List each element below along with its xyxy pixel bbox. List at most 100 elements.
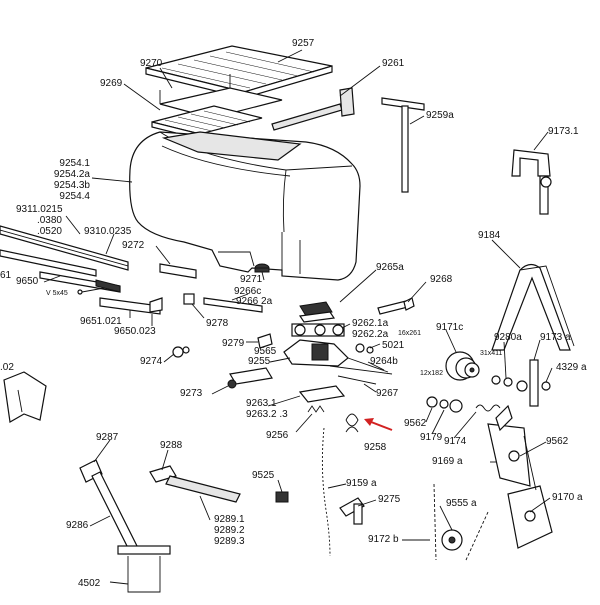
label-9169a: 9169 a [432, 456, 463, 467]
part-left-edge [3, 371, 47, 423]
label-9273: 9273 [180, 388, 203, 399]
label-02: .02 [0, 362, 14, 373]
nuts-9562-9179 [426, 396, 463, 413]
label-9287: 9287 [96, 432, 119, 443]
washers-9280a [491, 375, 528, 392]
label-9525: 9525 [252, 470, 275, 481]
label-9254: 9254.1 9254.2a 9254.3b 9254.4 [53, 158, 90, 202]
label-31x411: 31x411 [480, 350, 503, 357]
label-v5x45: V 5x45 [46, 290, 68, 297]
label-5021: 5021 [382, 340, 405, 351]
label-4502: 4502 [78, 578, 101, 589]
chain-9172b [433, 483, 489, 561]
label-9311: 9311.0215 .0380 .0520 [16, 204, 63, 237]
shaft-9173a [529, 359, 551, 407]
bar-9266 [203, 297, 263, 313]
washer-9274 [172, 346, 190, 358]
bracket-9169a [487, 404, 531, 487]
label-9159a: 9159 a [346, 478, 377, 489]
label-9279: 9279 [222, 338, 245, 349]
rod-9264b [329, 365, 393, 375]
bracket-9173-1 [511, 149, 552, 215]
rod-9261 [271, 87, 355, 131]
base-9255 [283, 339, 389, 373]
label-9269: 9269 [100, 78, 123, 89]
label-9310: 9310.0235 [84, 226, 132, 237]
hose-9159a [321, 427, 331, 557]
bracket-9170a [507, 435, 553, 549]
arm-9287 [79, 459, 139, 553]
label-9278: 9278 [206, 318, 229, 329]
label-9268: 9268 [430, 274, 453, 285]
bracket-9268 [377, 297, 415, 315]
label-9275: 9275 [378, 494, 401, 505]
label-9256: 9256 [266, 430, 289, 441]
label-9259a: 9259a [426, 110, 454, 121]
spring-9256 [307, 405, 325, 413]
label-9263: 9263.1 9263.2 .3 [246, 398, 288, 420]
label-16x261: 16x261 [398, 330, 421, 337]
sprocket-9555a [441, 529, 463, 551]
label-9257: 9257 [292, 38, 315, 49]
plate-9263 [298, 385, 346, 403]
lid-9257 [145, 45, 333, 99]
label-9264b: 9264b [370, 356, 398, 367]
label-9289: 9289.1 9289.2 9289.3 [214, 514, 245, 547]
assembly-9262 [291, 323, 345, 337]
rod-9267 [337, 375, 377, 385]
label-9280a: 9280a [494, 332, 522, 343]
label-9266-2a: 9266 2a [236, 296, 273, 307]
label-9267: 9267 [376, 388, 399, 399]
rod-9311-9310 [0, 225, 129, 277]
label-9173a: 9173 a [540, 332, 571, 343]
label-9261: 9261 [382, 58, 405, 69]
label-9565: 9565 [254, 346, 277, 357]
label-12x182: 12x182 [420, 370, 443, 377]
cover-9184 [491, 263, 575, 351]
label-9184: 9184 [478, 230, 501, 241]
bolt-v5x45 [77, 287, 105, 295]
label-9286: 9286 [66, 520, 89, 531]
label-9266c: 9266c [234, 286, 262, 297]
label-9562-right: 9562 [546, 436, 569, 447]
label-9270: 9270 [140, 58, 163, 69]
label-9274: 9274 [140, 356, 163, 367]
tube-9275 [339, 497, 365, 525]
label-9271: 9271 [240, 274, 263, 285]
knob-9271 [254, 263, 270, 273]
lever-9288 [149, 465, 241, 503]
label-4329a: 4329 a [556, 362, 587, 373]
label-9265a: 9265a [376, 262, 404, 273]
housing-9254 [129, 131, 361, 281]
knob-9525 [275, 491, 289, 503]
plate-9273 [227, 367, 273, 389]
label-9174: 9174 [444, 436, 467, 447]
label-9651-021: 9651.021 [80, 316, 122, 327]
spring-9174 [475, 404, 501, 412]
block-9278 [183, 293, 195, 305]
label-9173-1: 9173.1 [548, 126, 579, 137]
label-9171c: 9171c [436, 322, 464, 333]
clip-9279 [257, 333, 273, 349]
label-9179: 9179 [420, 432, 443, 443]
plate-9272 [159, 263, 197, 279]
label-61: 61 [0, 270, 12, 281]
label-9562-left: 9562 [404, 418, 427, 429]
label-9262: 9262.1a 9262.2a [352, 318, 389, 340]
label-9650: 9650 [16, 276, 39, 287]
clamp-4502 [117, 545, 171, 593]
bracket-9651 [99, 297, 163, 315]
rod-9259a [381, 97, 425, 193]
label-9255: 9255 [248, 356, 271, 367]
washers-5021 [355, 343, 374, 354]
leader-lines [43, 49, 553, 585]
slide-9265a [298, 301, 336, 323]
label-9170a: 9170 a [552, 492, 583, 503]
label-9272: 9272 [122, 240, 145, 251]
sprocket-9171c [445, 351, 480, 381]
rod-9650 [39, 271, 121, 293]
label-9288: 9288 [160, 440, 183, 451]
spring-9258 [345, 413, 359, 433]
